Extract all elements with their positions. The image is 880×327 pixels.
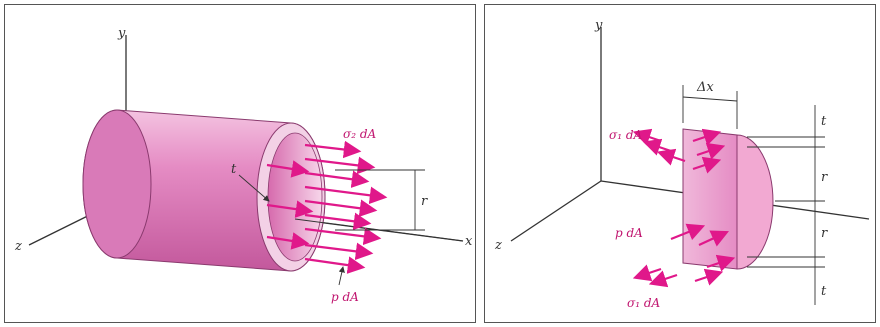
stress-arrows-bottom bbox=[632, 254, 736, 288]
pressure-label-right: p dA bbox=[615, 226, 643, 240]
right-diagram-panel: y z Δx σ₁ dA p dA σ₁ dA t r r t bbox=[484, 4, 876, 323]
thickness-bottom-label: t bbox=[821, 284, 827, 299]
thickness-label: t bbox=[231, 162, 237, 177]
thickness-top-label: t bbox=[821, 114, 827, 129]
stress-bottom-label: σ₁ dA bbox=[627, 296, 660, 310]
pressure-arrows bbox=[266, 160, 314, 250]
left-y-axis-label: y bbox=[117, 26, 126, 41]
radius-top-label: r bbox=[821, 170, 828, 185]
left-z-axis-label: z bbox=[14, 239, 22, 254]
left-x-axis-label: x bbox=[465, 234, 473, 249]
right-z-axis-line bbox=[510, 180, 602, 242]
half-cylinder-section bbox=[682, 128, 774, 270]
left-diagram-svg: y x z t r σ₂ dA p dA bbox=[14, 26, 473, 304]
length-dimension bbox=[682, 96, 738, 102]
radius-label: r bbox=[421, 194, 428, 209]
right-diagram-svg: y z Δx σ₁ dA p dA σ₁ dA t r r t bbox=[494, 18, 870, 310]
stress-arrows bbox=[304, 140, 388, 274]
right-z-axis-label: z bbox=[494, 238, 502, 253]
stress-arrows-top bbox=[632, 128, 726, 174]
length-label: Δx bbox=[696, 80, 714, 95]
pressure-label: p dA bbox=[331, 290, 359, 304]
right-y-axis-label: y bbox=[594, 18, 603, 33]
hoop-stress-label: σ₂ dA bbox=[343, 127, 376, 141]
pressure-arrows-mid bbox=[670, 223, 729, 247]
radius-bottom-label: r bbox=[821, 226, 828, 241]
stress-top-label: σ₁ dA bbox=[609, 128, 642, 142]
cylinder-shell bbox=[82, 109, 326, 272]
left-diagram-panel: y x z t r σ₂ dA p dA bbox=[4, 4, 476, 323]
